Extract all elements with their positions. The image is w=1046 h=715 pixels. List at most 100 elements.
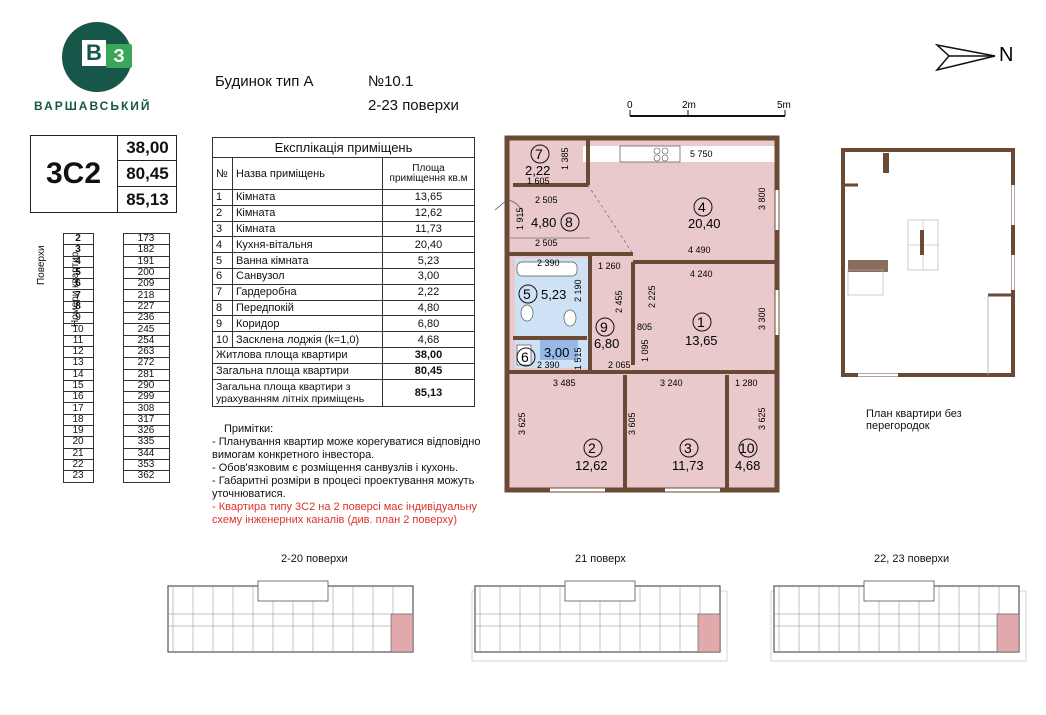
room-no: 1 <box>212 189 233 206</box>
room-no: 8 <box>212 299 233 317</box>
room-no-2: 2 <box>588 440 596 456</box>
scale-bar: 0 2m 5m <box>627 100 791 117</box>
building-type: Будинок тип А <box>215 73 314 90</box>
dim-2390a: 2 390 <box>537 258 560 268</box>
floor-row: 6 209 <box>33 278 170 291</box>
apartment-type-box <box>30 135 177 213</box>
floor-number: 10 <box>62 323 94 336</box>
building-number: №10.1 <box>368 73 414 90</box>
apartment-number: 290 <box>122 379 170 393</box>
apartment-number: 353 <box>122 458 170 472</box>
floor-number: 5 <box>62 266 94 280</box>
room-no-7: 7 <box>535 146 543 162</box>
floor-number: 21 <box>62 447 94 460</box>
room-name: Ванна кімната <box>232 252 383 269</box>
total-area-value: 80,45 <box>118 161 177 187</box>
floor-plan-label: 21 поверх <box>575 553 626 565</box>
floor-row: 15 290 <box>33 379 170 393</box>
room-area-9: 6,80 <box>594 336 619 351</box>
room-no: 10 <box>212 331 233 348</box>
plan-no-partitions <box>841 148 1015 377</box>
dim-805: 805 <box>637 322 652 332</box>
room-area: 6,80 <box>382 315 475 333</box>
floor-number: 11 <box>62 334 94 347</box>
apartment-number: 362 <box>122 470 170 483</box>
dim-3485: 3 485 <box>553 378 576 388</box>
room-no-5: 5 <box>523 286 531 302</box>
summer-area-label: Загальна площа квартири з урахуванням лі… <box>212 378 383 407</box>
room-no-10: 10 <box>739 440 755 456</box>
room-name: Санвузол <box>232 267 383 285</box>
north-label: N <box>999 44 1013 66</box>
floor-range: 2-23 поверхи <box>368 97 459 114</box>
living-area-label: Житлова площа квартири <box>212 346 383 364</box>
apartment-floor-plan: 7 4 8 5 1 9 6 2 3 10 2,22 20,40 4,80 5,2… <box>495 135 783 493</box>
dim-2065: 2 065 <box>608 360 631 370</box>
dim-2390b: 2 390 <box>537 360 560 370</box>
room-area: 20,40 <box>382 236 475 254</box>
apartment-type-code: 3С2 <box>30 135 118 213</box>
logo-letter-v: В <box>80 38 108 68</box>
dim-1280: 1 280 <box>735 378 758 388</box>
floor-number: 22 <box>62 458 94 472</box>
explication-table: Експлікація приміщень № Назва приміщень … <box>212 137 475 407</box>
floor-number: 12 <box>62 345 94 359</box>
apartment-number: 182 <box>122 244 170 257</box>
apartment-number: 335 <box>122 436 170 449</box>
apartment-number: 344 <box>122 447 170 460</box>
dim-2455: 2 455 <box>614 290 624 313</box>
room-area-10: 4,68 <box>735 458 760 473</box>
room-area-5: 5,23 <box>541 287 566 302</box>
floor-number: 6 <box>62 278 94 291</box>
room-no-4: 4 <box>698 199 706 215</box>
dim-1915: 1 915 <box>515 207 525 230</box>
room-no: 3 <box>212 220 233 238</box>
apartment-number: 281 <box>122 368 170 381</box>
col-area-header: Площа приміщення кв.м <box>382 157 475 190</box>
apartment-number: 308 <box>122 402 170 415</box>
apartment-number: 200 <box>122 266 170 280</box>
dim-4240: 4 240 <box>690 269 713 279</box>
room-no-3: 3 <box>684 440 692 456</box>
dim-3605: 3 605 <box>627 412 637 435</box>
dim-3625b: 3 625 <box>757 407 767 430</box>
floor-number: 15 <box>62 379 94 393</box>
floor-row: 5 200 <box>33 266 170 280</box>
room-name: Коридор <box>232 315 383 333</box>
floor-number: 18 <box>62 413 94 427</box>
room-no-6: 6 <box>521 349 529 365</box>
dim-3300: 3 300 <box>757 307 767 330</box>
note-item: - Габаритні розміри в процесі проектуван… <box>212 475 475 500</box>
floor-plan-thumbnail <box>770 580 1027 662</box>
explication-title: Експлікація приміщень <box>212 137 475 158</box>
room-area: 4,68 <box>382 331 475 348</box>
notes-block: Примітки: - Планування квартир може коре… <box>212 423 502 527</box>
room-no-8: 8 <box>565 214 573 230</box>
floor-number: 2 <box>62 232 94 246</box>
room-name: Кімната <box>232 204 383 222</box>
room-no: 2 <box>212 204 233 222</box>
logo-name: ВАРШАВСЬКИЙ <box>34 99 152 113</box>
apartment-number: 209 <box>122 278 170 291</box>
floor-number: 13 <box>62 357 94 370</box>
room-no: 5 <box>212 252 233 269</box>
dim-2225: 2 225 <box>647 285 657 308</box>
room-area-2: 12,62 <box>575 458 608 473</box>
floor-row: 21 344 <box>33 447 170 460</box>
room-name: Засклена лоджія (k=1,0) <box>232 331 383 348</box>
room-name: Передпокій <box>232 299 383 317</box>
